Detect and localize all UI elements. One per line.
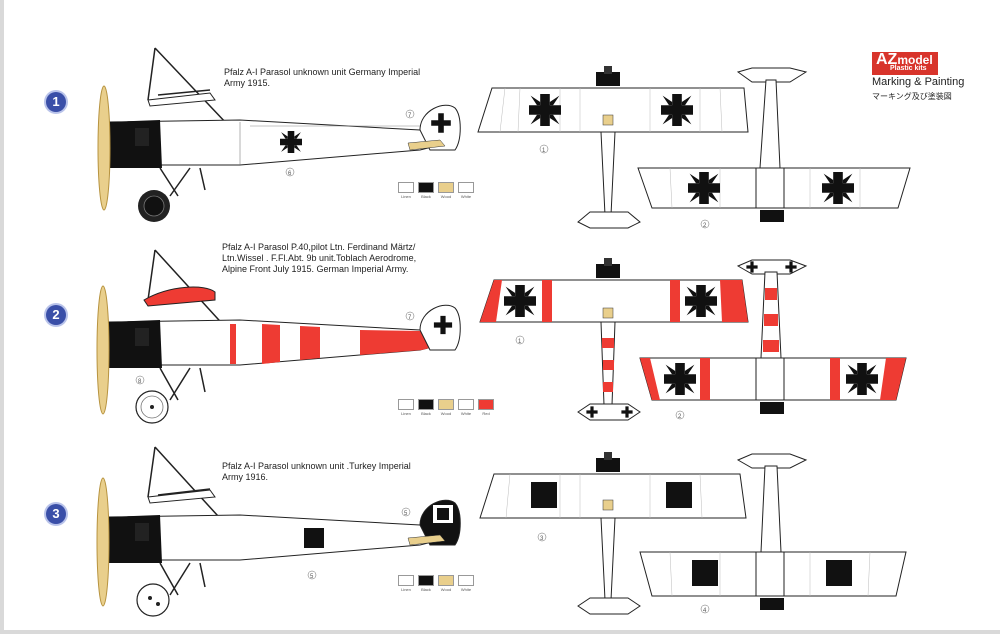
swatch-label: Wood	[440, 587, 452, 592]
swatch-label: White	[460, 587, 472, 592]
sheet-bottom-edge	[0, 630, 1000, 634]
bottom-view-scheme-2: 2	[639, 259, 907, 420]
callout-1-fuselage: 6	[288, 171, 292, 177]
scheme-2-color-swatches: Linen Black Wood White Red	[398, 399, 494, 416]
color-swatch: Linen	[398, 399, 414, 416]
swatch-label: Wood	[440, 411, 452, 416]
swatch-color	[438, 399, 454, 410]
swatch-color	[418, 182, 434, 193]
swatch-color	[438, 182, 454, 193]
swatch-color	[398, 575, 414, 586]
swatch-color	[398, 399, 414, 410]
bottom-view-scheme-3: 4	[639, 453, 907, 614]
color-swatch: Wood	[438, 399, 454, 416]
color-swatch: Black	[418, 575, 434, 592]
swatch-color	[458, 575, 474, 586]
scheme-1-caption: Pfalz A-I Parasol unknown unit Germany I…	[224, 67, 421, 88]
swatch-label: Black	[421, 587, 431, 592]
side-view-scheme-2: 7 8	[96, 249, 461, 424]
color-swatch: Linen	[398, 575, 414, 592]
scheme-1-color-swatches: Linen Black Wood White	[398, 182, 474, 199]
color-swatch: Wood	[438, 575, 454, 592]
logo-sub-text: model	[897, 53, 933, 67]
swatch-color	[418, 399, 434, 410]
scheme-3-caption: Pfalz A-I Parasol unknown unit .Turkey I…	[222, 461, 411, 482]
swatch-label: White	[460, 194, 472, 199]
swatch-label: Red	[482, 411, 490, 416]
swatch-color	[398, 182, 414, 193]
color-swatch: Black	[418, 399, 434, 416]
swatch-label: Black	[421, 194, 431, 199]
callout-3-fuselage: 5	[310, 574, 314, 580]
scheme-number-3: 3	[46, 504, 66, 524]
color-swatch: White	[458, 182, 474, 199]
swatch-color	[458, 399, 474, 410]
swatch-color	[438, 575, 454, 586]
swatch-label: White	[460, 411, 472, 416]
swatch-label: Black	[421, 411, 431, 416]
callout-2-upper: 1	[518, 339, 522, 345]
callout-1-tail: 7	[408, 113, 412, 119]
callout-2-nose: 8	[138, 379, 142, 385]
callout-3-upper: 3	[540, 536, 544, 542]
logo-tagline: Plastic kits	[890, 65, 927, 72]
color-swatch: Linen	[398, 182, 414, 199]
sheet-left-edge	[0, 0, 4, 634]
swatch-color	[458, 182, 474, 193]
side-view-scheme-3: 5 5	[96, 446, 461, 617]
top-view-scheme-3: 3	[479, 452, 747, 615]
swatch-color	[478, 399, 494, 410]
swatch-label: Linen	[401, 411, 411, 416]
color-swatch: White	[458, 575, 474, 592]
scheme-2-caption: Pfalz A-I Parasol P.40,pilot Ltn. Ferdin…	[222, 242, 417, 274]
color-swatch: Black	[418, 182, 434, 199]
color-swatch: Red	[478, 399, 494, 416]
sheet-title-japanese: マーキング及び塗装図	[872, 92, 952, 101]
sheet-title: Marking & Painting	[872, 76, 965, 88]
bottom-view-scheme-1: 2	[637, 67, 911, 229]
color-swatch: White	[458, 399, 474, 416]
callout-2-lower: 2	[678, 414, 682, 420]
color-swatch: Wood	[438, 182, 454, 199]
scheme-number-1: 1	[46, 92, 66, 112]
top-view-scheme-2: 1	[479, 258, 749, 421]
logo-main-text: AZ	[876, 51, 898, 68]
swatch-label: Linen	[401, 587, 411, 592]
top-view-scheme-1: 1	[477, 66, 749, 229]
scheme-3-color-swatches: Linen Black Wood White	[398, 575, 474, 592]
scheme-number-2: 2	[46, 305, 66, 325]
callout-1-lower: 2	[703, 223, 707, 229]
callout-3-tail: 5	[404, 511, 408, 517]
callout-3-lower: 4	[703, 608, 707, 614]
side-view-scheme-1: 7 6	[97, 47, 461, 222]
swatch-label: Wood	[440, 194, 452, 199]
callout-1-upper: 1	[542, 148, 546, 154]
callout-2-tail: 7	[408, 315, 412, 321]
swatch-label: Linen	[401, 194, 411, 199]
swatch-color	[418, 575, 434, 586]
